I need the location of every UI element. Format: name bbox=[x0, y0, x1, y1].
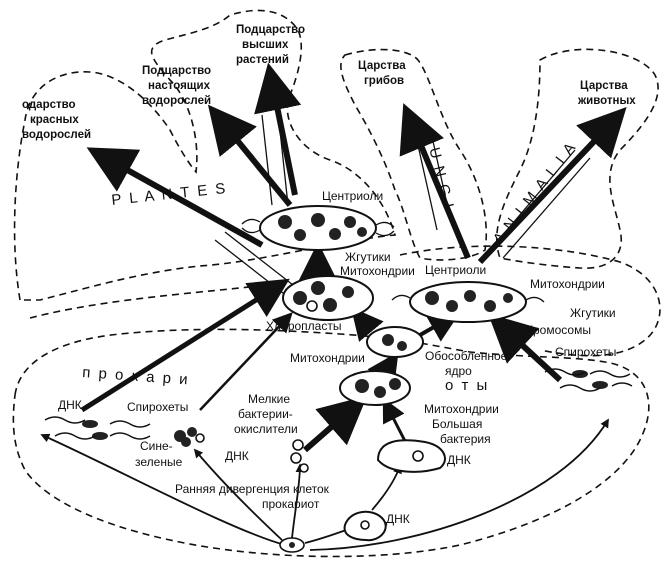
kingdom-arrows bbox=[86, 62, 627, 301]
mitochondria-top-label: Митохондрии bbox=[340, 264, 415, 278]
higher-plants-label-1: Подцарство bbox=[236, 24, 305, 36]
arrow-animals bbox=[477, 107, 627, 265]
fungi-label: F U N G I bbox=[421, 129, 457, 212]
red-algae-label-1: одарство bbox=[22, 99, 76, 111]
mitochondria-low-label: Митохондрии bbox=[424, 402, 499, 416]
arrow-red-algae bbox=[86, 147, 264, 248]
structure-labels: Центриоли Жгутики Митохондрии Центриоли … bbox=[58, 189, 616, 526]
red-algae-label-3: водорослей bbox=[22, 129, 91, 141]
dna-left-label: ДНК bbox=[58, 398, 82, 412]
prokaryote-outline bbox=[12, 328, 650, 558]
plantes-label: P L A N T E S bbox=[111, 180, 228, 209]
red-algae-label-2: красных bbox=[30, 114, 79, 126]
small-bacteria-label-2: бактерии- bbox=[238, 407, 293, 421]
dna-low-label: ДНК bbox=[447, 453, 471, 467]
plant-ladder bbox=[261, 111, 289, 206]
blue-green-cell bbox=[174, 427, 205, 447]
arrow-mito-to-nucleus bbox=[367, 351, 399, 388]
small-bacteria-label-1: Мелкие bbox=[248, 392, 290, 406]
centrioles-right-label: Центриоли bbox=[425, 263, 486, 277]
kingdom-labels: одарство красных водорослей Подцарство н… bbox=[22, 24, 636, 141]
true-algae-label-3: водорослей bbox=[142, 95, 211, 107]
animalia-label: A N I M A L I A bbox=[490, 138, 581, 247]
small-bacteria bbox=[290, 439, 309, 473]
cells bbox=[44, 205, 633, 553]
arrow-fungi bbox=[399, 103, 471, 260]
arrow-bottom-bluegreen bbox=[193, 448, 283, 541]
mitochondria-right-label: Митохондрии bbox=[530, 277, 605, 291]
mitochondria-mid-label: Митохондрии bbox=[290, 351, 365, 365]
arrow-spiro-to-cell bbox=[80, 278, 290, 413]
mitochondria-cell bbox=[339, 370, 411, 406]
early-cell bbox=[279, 537, 305, 553]
arrow-bluegreen-to-chloro bbox=[199, 312, 293, 411]
fungi-kingdom-label-2: грибов bbox=[364, 75, 404, 87]
arrow-true-algae bbox=[207, 104, 293, 207]
dna-bottom-label: ДНК bbox=[386, 512, 410, 526]
spirochetes-right bbox=[544, 368, 633, 392]
blue-green-label-2: зеленые bbox=[135, 455, 183, 469]
spirochetes-left bbox=[44, 416, 151, 440]
animal-ladder bbox=[489, 149, 591, 259]
arrow-dna-to-large bbox=[371, 464, 402, 511]
small-bacteria-label-3: окислители bbox=[234, 422, 298, 436]
early-divergence-label-1: Ранняя дивергенция клеток bbox=[175, 482, 330, 496]
right-cell bbox=[391, 281, 545, 323]
flagella-top-label: Жгутики bbox=[345, 250, 391, 264]
early-divergence-label-2: прокариот bbox=[262, 497, 320, 511]
higher-plants-label-3: растений bbox=[236, 54, 289, 66]
fungi-ladder bbox=[414, 127, 453, 231]
large-bacterium-label-1: Большая bbox=[432, 417, 482, 431]
animal-kingdom-label-2: животных bbox=[577, 95, 636, 107]
blue-green-label-1: Сине- bbox=[140, 439, 173, 453]
animalia-outline bbox=[496, 48, 659, 269]
spirochetes-left-label: Спирохеты bbox=[127, 400, 188, 414]
animal-kingdom-label-1: Царства bbox=[580, 80, 628, 92]
plantes-outline bbox=[13, 9, 397, 301]
large-bacterium-cell bbox=[376, 439, 446, 473]
prokaryotes-label-right: о т ы bbox=[445, 377, 489, 394]
fungi-outline bbox=[340, 48, 488, 261]
true-algae-label-2: настоящих bbox=[148, 80, 211, 92]
higher-plants-label-2: высших bbox=[242, 39, 289, 51]
arrow-large-to-mito bbox=[382, 397, 409, 446]
centrioles-top-label: Центриоли bbox=[322, 189, 383, 203]
dna-blob-bottom bbox=[343, 510, 387, 542]
inner-dashed-line bbox=[29, 281, 291, 319]
flagella-right-label: Жгутики bbox=[570, 306, 616, 320]
true-algae-label-1: Подцарство bbox=[142, 65, 211, 77]
isolated-nucleus-label-2: ядро bbox=[445, 364, 472, 378]
arrow-bottom-bact bbox=[291, 463, 305, 539]
dna-mid-label: ДНК bbox=[225, 449, 249, 463]
large-bacterium-label-2: бактерия bbox=[440, 432, 491, 446]
top-cell bbox=[241, 205, 395, 251]
arrow-bottom-right bbox=[309, 418, 609, 551]
chloroplasts-label: Хлоропласты bbox=[266, 319, 341, 333]
fungi-kingdom-label-1: Царства bbox=[358, 60, 406, 72]
prokaryotes-label-left: п р о к а р и bbox=[82, 364, 190, 388]
chromosomes-label: Хромосомы bbox=[525, 323, 591, 337]
arrow-higher-plants bbox=[254, 62, 302, 196]
nucleus-cell bbox=[366, 326, 424, 358]
arrow-bottom-left bbox=[40, 433, 286, 546]
arrow-bact-to-mito bbox=[303, 395, 368, 453]
spirochetes-right-label: Спирохеты bbox=[555, 345, 616, 359]
isolated-nucleus-label-1: Обособленное bbox=[425, 349, 508, 363]
chloroplast-cell bbox=[282, 275, 374, 321]
